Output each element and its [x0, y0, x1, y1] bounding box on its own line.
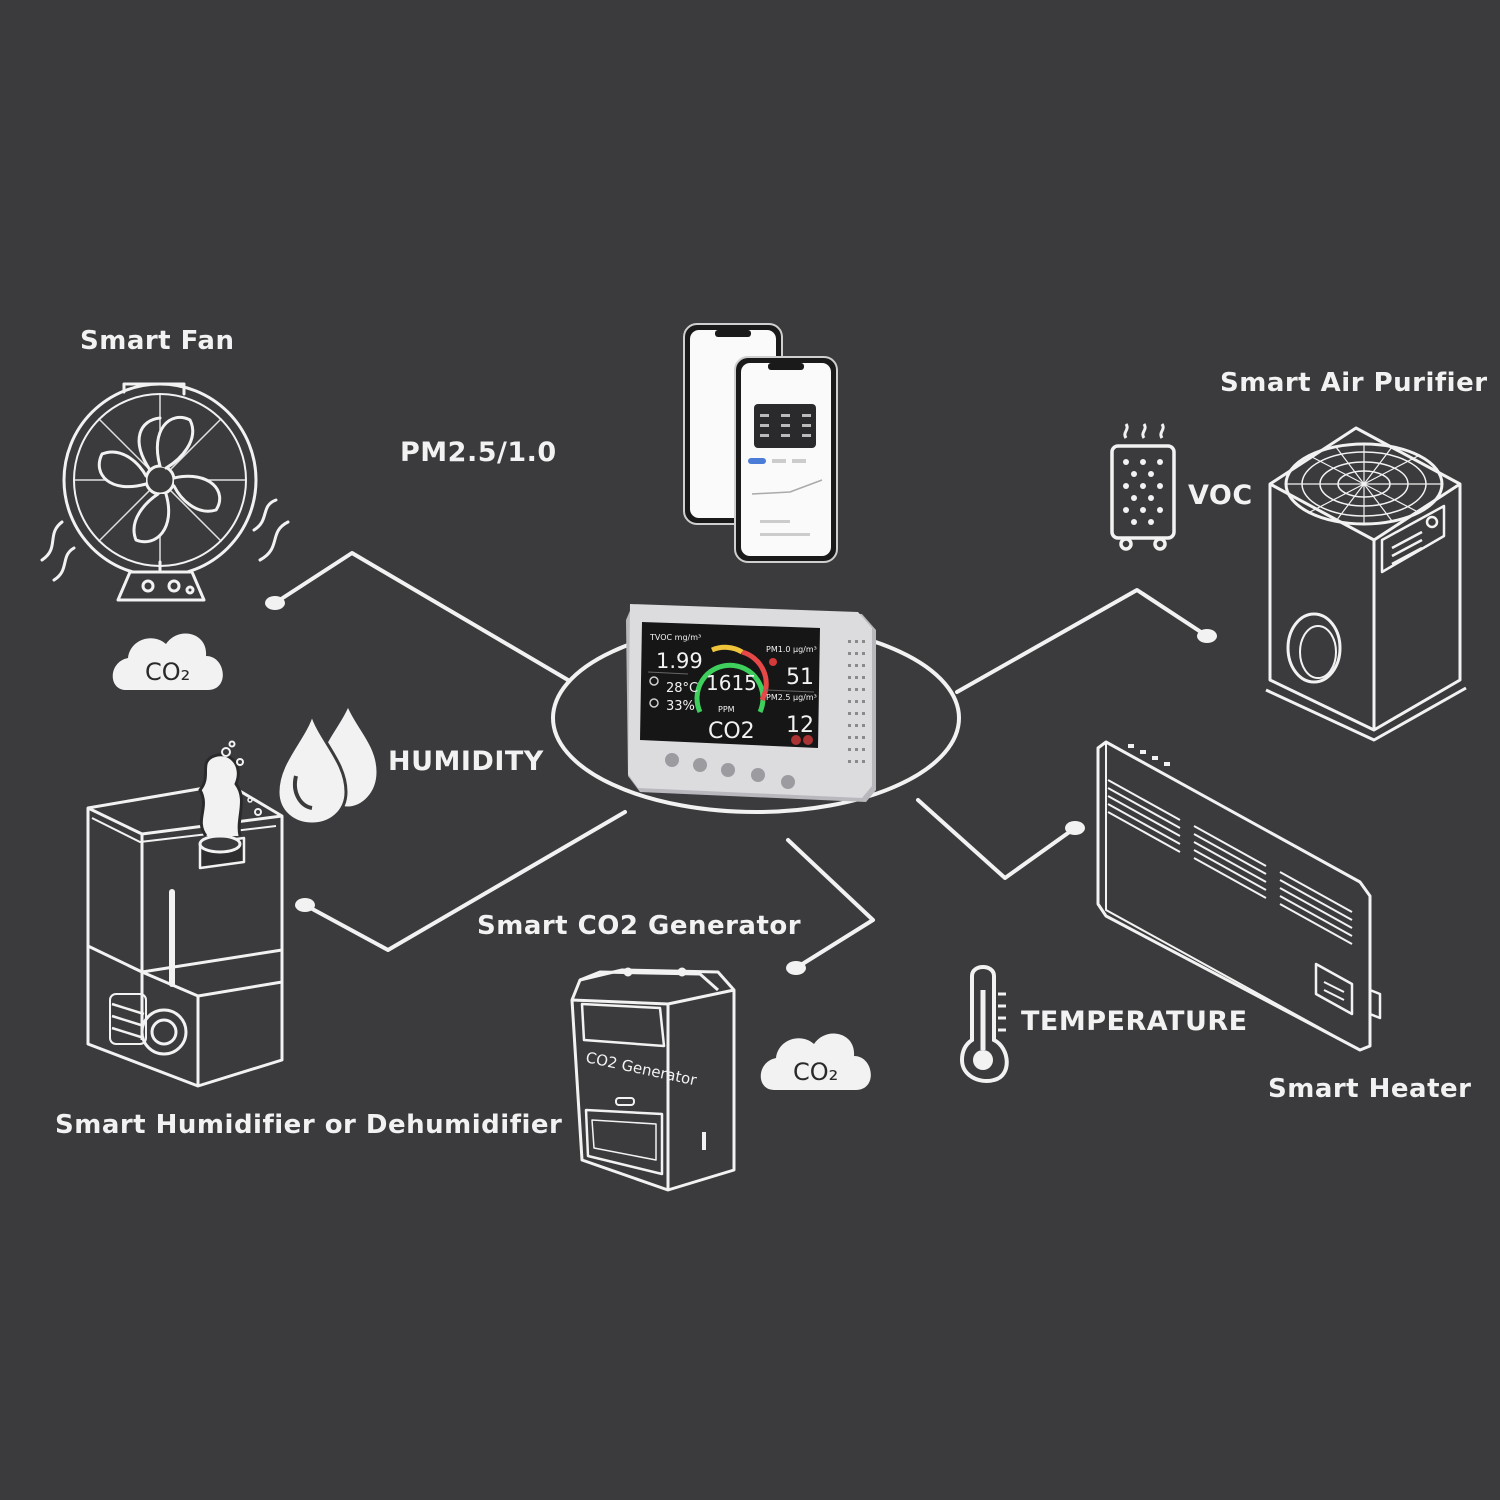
monitor-button	[721, 763, 735, 777]
pm25-value: 12	[786, 713, 814, 738]
monitor-button	[781, 775, 795, 789]
smart-fan-icon	[40, 382, 290, 602]
co2-unit: PPM	[718, 705, 735, 714]
air-purifier-icon	[1265, 426, 1467, 742]
connector-purifier	[955, 588, 1209, 694]
connector-co2-generator	[786, 838, 875, 970]
thermometer-icon	[959, 965, 1009, 1083]
co2-value: 1615	[706, 671, 757, 695]
monitor-screen	[640, 622, 820, 748]
humidity-sensor-label: HUMIDITY	[388, 746, 544, 777]
co2-cloud-label: CO₂	[145, 658, 190, 686]
pm1-label: PM1.0 μg/m³	[766, 645, 817, 654]
temp-value: 28°C	[666, 681, 698, 696]
voc-sensor-label: VOC	[1188, 480, 1253, 511]
temperature-sensor-label: TEMPERATURE	[1021, 1006, 1248, 1037]
connector-dots	[265, 596, 1217, 975]
monitor-button	[693, 758, 707, 772]
smartphones-icon	[683, 323, 838, 563]
smart-co2-generator-label: Smart CO2 Generator	[477, 911, 802, 941]
pm25-label: PM2.5 μg/m³	[766, 693, 817, 702]
monitor-buttons	[665, 753, 795, 789]
smart-air-purifier-label: Smart Air Purifier	[1220, 368, 1488, 398]
water-drops-icon	[276, 699, 380, 826]
tvoc-label: TVOC mg/m³	[649, 633, 701, 642]
voc-filter-icon	[1110, 423, 1176, 551]
connector-fan	[273, 551, 570, 682]
smart-humidifier-label: Smart Humidifier or Dehumidifier	[55, 1110, 563, 1140]
co2-cloud-label: CO₂	[793, 1058, 838, 1086]
humidity-value: 33%	[666, 699, 695, 714]
pm-sensor-label: PM2.5/1.0	[400, 437, 557, 468]
connector-lines	[273, 551, 1209, 970]
monitor-vents	[848, 640, 865, 763]
air-quality-monitor: TVOC mg/m³ 1.99 28°C 33% 1615 PPM CO2 PM…	[626, 604, 876, 802]
smart-fan-label: Smart Fan	[80, 326, 235, 356]
tvoc-value: 1.99	[656, 649, 703, 673]
co2-generator-icon: CO2 Generator	[570, 967, 736, 1192]
monitor-button	[665, 753, 679, 767]
humidifier-icon	[86, 740, 284, 1088]
co2-label: CO2	[708, 719, 755, 744]
smart-heater-label: Smart Heater	[1268, 1074, 1472, 1104]
connector-heater	[916, 798, 1077, 880]
pm1-value: 51	[786, 665, 814, 690]
connector-humidifier	[303, 810, 627, 952]
co2-cloud-icon: CO₂	[112, 633, 223, 690]
heater-icon	[1096, 740, 1382, 1052]
co2-cloud-icon: CO₂	[760, 1033, 871, 1090]
monitor-button	[751, 768, 765, 782]
